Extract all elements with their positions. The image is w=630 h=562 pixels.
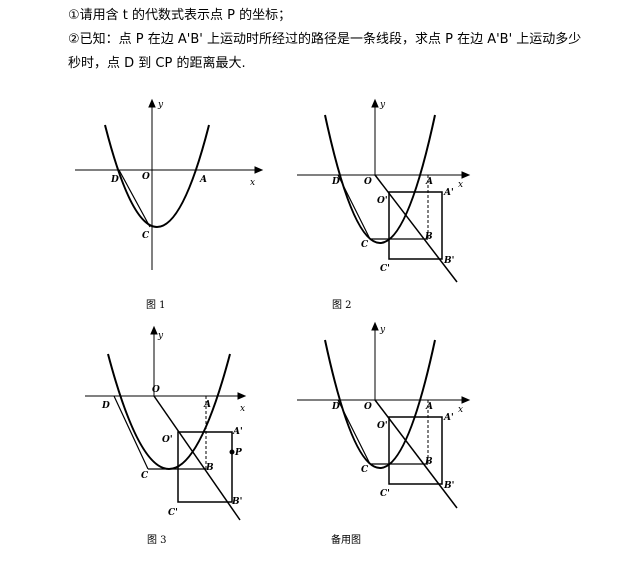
label-x: x	[250, 178, 255, 188]
label-y: y	[157, 100, 164, 110]
y-axis-arrow	[150, 325, 158, 335]
label-o: O	[364, 177, 372, 187]
figure-3-caption: 图 3	[147, 535, 167, 546]
label-a: A	[425, 402, 433, 412]
label-c: C	[361, 240, 369, 250]
question-line-3: 秒时，点 D 到 CP 的距离最大.	[68, 56, 246, 71]
label-a: A	[199, 175, 207, 185]
question-line-1: ①请用含 t 的代数式表示点 P 的坐标；	[68, 8, 292, 23]
label-d: D	[331, 402, 340, 412]
label-x: x	[240, 404, 245, 414]
figure-1-caption: 图 1	[146, 300, 166, 311]
x-axis-arrow	[461, 396, 471, 404]
label-a: A	[425, 177, 433, 187]
label-b: B	[205, 463, 214, 473]
label-bprime: B'	[231, 497, 242, 507]
x-axis-arrow	[237, 392, 247, 400]
segment-dc	[337, 399, 371, 465]
label-b: B	[424, 232, 433, 242]
label-d: D	[101, 401, 110, 411]
figure-4-caption: 备用图	[331, 535, 361, 546]
label-c: C	[141, 471, 149, 481]
diagonal-line	[153, 395, 241, 521]
y-axis-arrow	[148, 98, 156, 108]
segment-dc	[118, 169, 151, 228]
segment-dc	[337, 174, 371, 240]
point-p	[229, 449, 235, 455]
question-text: ①请用含 t 的代数式表示点 P 的坐标； ②已知：点 P 在边 A'B' 上运…	[68, 4, 628, 76]
figure-1: y x O D A C	[75, 98, 264, 270]
label-x: x	[458, 180, 463, 190]
label-p: P	[234, 448, 242, 458]
label-bprime: B'	[443, 481, 454, 491]
label-y: y	[157, 331, 164, 341]
label-oprime: O'	[162, 435, 173, 445]
parabola	[104, 124, 210, 228]
x-axis-arrow	[461, 171, 471, 179]
label-a: A	[203, 400, 211, 410]
label-aprime: A'	[232, 427, 243, 437]
label-y: y	[379, 100, 386, 110]
label-d: D	[331, 177, 340, 187]
parabola	[324, 114, 436, 244]
square	[177, 431, 233, 503]
label-o: O	[152, 385, 160, 395]
parabola	[324, 339, 436, 469]
label-c: C	[142, 231, 150, 241]
label-oprime: O'	[377, 196, 388, 206]
label-cprime: C'	[380, 264, 390, 274]
label-c: C	[361, 465, 369, 475]
square	[388, 416, 443, 485]
label-y: y	[379, 325, 386, 335]
parabola	[107, 353, 231, 470]
figure-3: y x O D A C O' A' B B' C' P	[85, 325, 247, 521]
label-cprime: C'	[168, 508, 178, 518]
figure-2-caption: 图 2	[332, 300, 352, 311]
question-line-2: ②已知：点 P 在边 A'B' 上运动时所经过的路径是一条线段，求点 P 在边 …	[68, 32, 582, 47]
segment-dc	[113, 395, 149, 470]
label-x: x	[458, 405, 463, 415]
figure-4: y x O D A C O' A' B B' C'	[297, 321, 471, 509]
label-d: D	[110, 175, 119, 185]
label-cprime: C'	[380, 489, 390, 499]
label-b: B	[424, 457, 433, 467]
label-o: O	[364, 402, 372, 412]
label-aprime: A'	[443, 188, 454, 198]
y-axis-arrow	[371, 321, 379, 331]
label-bprime: B'	[443, 256, 454, 266]
x-axis-arrow	[254, 166, 264, 174]
y-axis-arrow	[371, 98, 379, 108]
label-oprime: O'	[377, 421, 388, 431]
label-aprime: A'	[443, 413, 454, 423]
figure-2: y x O D A C O' A' B B' C'	[297, 98, 471, 283]
square	[388, 191, 443, 260]
label-o: O	[142, 172, 150, 182]
